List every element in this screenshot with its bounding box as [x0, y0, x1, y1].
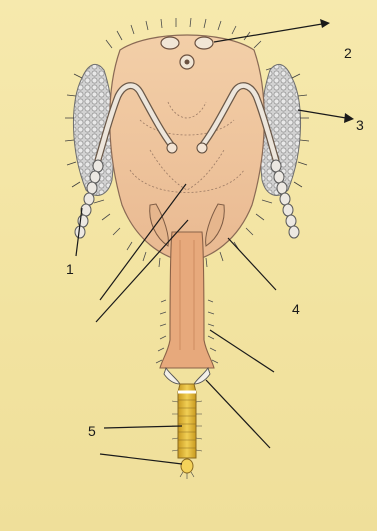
- label-1: 1: [66, 261, 74, 277]
- leader-line-2: [214, 24, 322, 42]
- arrowhead-2: [320, 19, 330, 28]
- leader-line-6: [100, 454, 182, 464]
- label-2: 2: [344, 45, 352, 61]
- arrowheads: [320, 19, 354, 123]
- label-4: 4: [292, 301, 300, 317]
- labial-palps: [164, 368, 210, 384]
- leader-line-d: [206, 380, 270, 448]
- leader-line-c: [210, 330, 274, 372]
- label-5: 5: [88, 423, 96, 439]
- glossa: [172, 384, 202, 479]
- leader-line-4: [228, 238, 276, 290]
- label-3: 3: [356, 117, 364, 133]
- arrowhead-3: [344, 113, 354, 123]
- leader-line-3: [298, 110, 346, 118]
- leader-line-5: [104, 426, 182, 428]
